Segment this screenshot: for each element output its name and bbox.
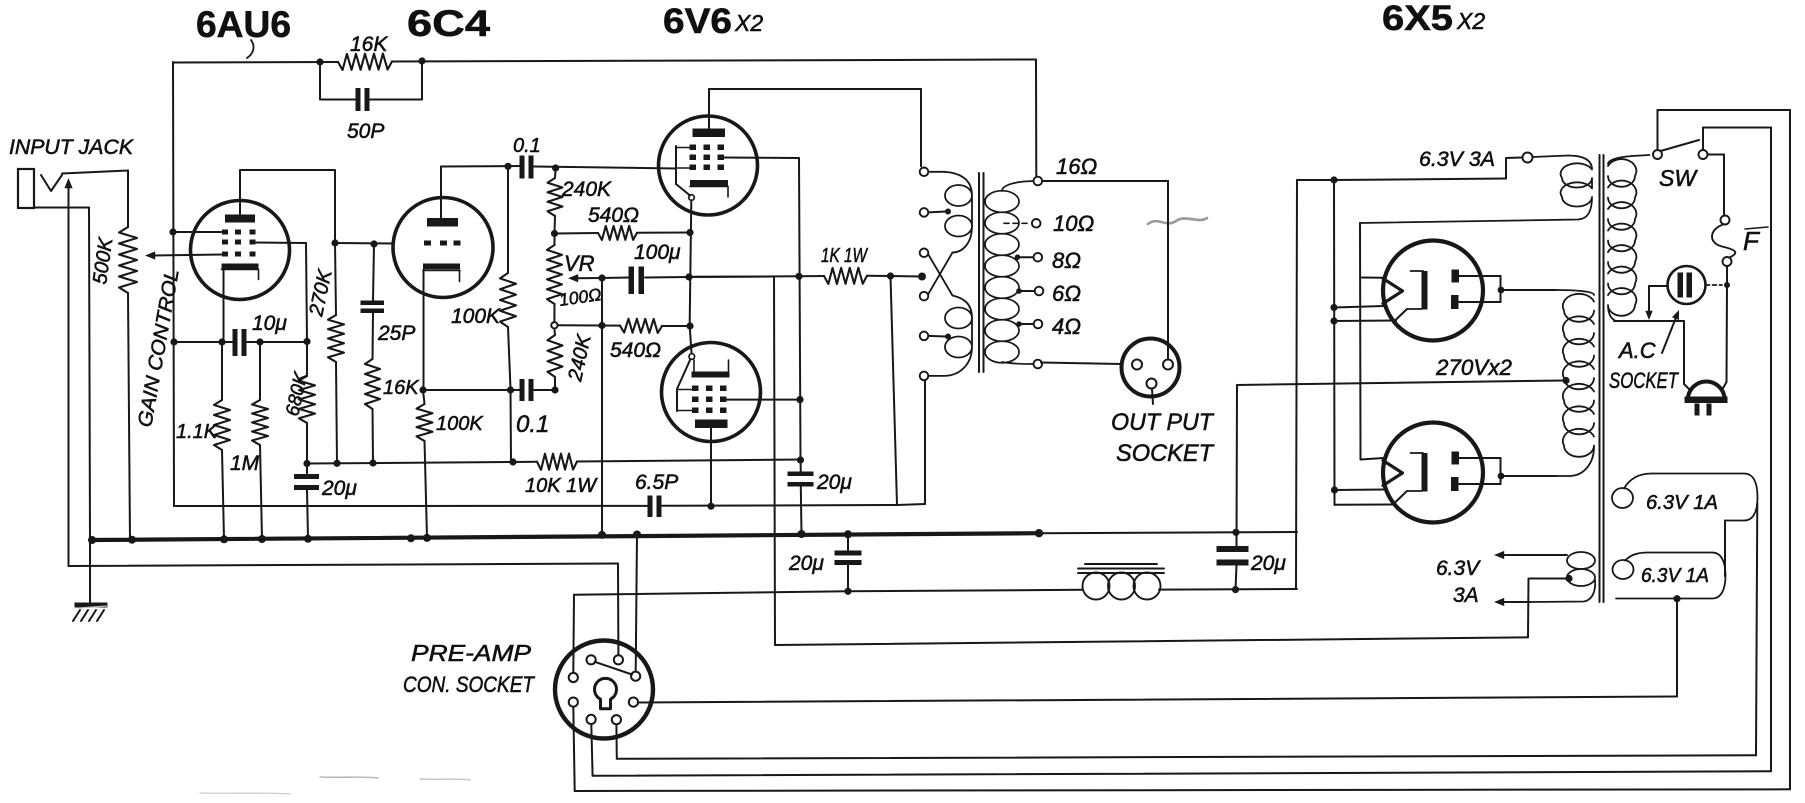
svg-text:1M: 1M [230,452,260,475]
svg-text:8Ω: 8Ω [1052,248,1081,273]
svg-text:3A: 3A [1453,584,1479,607]
svg-text:16Ω: 16Ω [1056,154,1097,179]
svg-text:10μ: 10μ [252,312,287,335]
svg-text:20μ: 20μ [321,477,357,500]
svg-text:16K: 16K [383,377,420,399]
svg-text:20μ: 20μ [816,471,852,494]
svg-text:SW: SW [1659,165,1698,191]
svg-text:X2: X2 [734,10,763,36]
svg-text:6Ω: 6Ω [1052,281,1081,306]
svg-text:X2: X2 [1456,8,1485,34]
svg-text:6.3V 1A: 6.3V 1A [1646,492,1718,514]
svg-text:20μ: 20μ [788,552,824,575]
svg-text:240K: 240K [561,178,612,201]
svg-text:540Ω: 540Ω [610,339,661,362]
svg-text:INPUT JACK: INPUT JACK [9,136,134,159]
svg-text:OUT PUT: OUT PUT [1111,409,1215,436]
svg-text:100K: 100K [451,305,501,328]
svg-text:6.5P: 6.5P [635,471,678,494]
svg-text:6V6: 6V6 [663,2,732,41]
svg-text:6.3V 3A: 6.3V 3A [1419,148,1495,171]
svg-text:0.1: 0.1 [513,135,541,157]
svg-text:SOCKET: SOCKET [1609,368,1679,393]
svg-text:16K: 16K [350,33,388,56]
svg-text:10Ω: 10Ω [1053,211,1094,236]
svg-text:100K: 100K [436,413,484,435]
svg-text:1K 1W: 1K 1W [821,245,869,267]
svg-text:6C4: 6C4 [407,3,490,44]
svg-text:6.3V: 6.3V [1436,557,1481,580]
svg-text:VR: VR [564,251,595,276]
svg-text:F: F [1743,226,1761,256]
svg-text:50P: 50P [347,120,384,143]
svg-text:10K 1W: 10K 1W [525,475,598,497]
svg-text:PRE-AMP: PRE-AMP [411,640,532,666]
svg-text:270Vx2: 270Vx2 [1435,355,1512,380]
svg-text:4Ω: 4Ω [1052,314,1081,339]
svg-text:1.1K: 1.1K [176,421,219,443]
svg-text:20μ: 20μ [1250,552,1286,575]
svg-text:100μ: 100μ [634,241,681,264]
svg-text:6AU6: 6AU6 [196,4,291,45]
svg-text:25P: 25P [377,322,415,345]
svg-text:A.C: A.C [1617,338,1656,363]
svg-text:SOCKET: SOCKET [1116,440,1215,467]
svg-text:6X5: 6X5 [1382,0,1453,38]
svg-text:CON. SOCKET: CON. SOCKET [403,672,535,697]
svg-text:540Ω: 540Ω [588,204,639,227]
svg-text:0.1: 0.1 [516,411,549,438]
svg-text:6.3V 1A: 6.3V 1A [1641,565,1709,587]
